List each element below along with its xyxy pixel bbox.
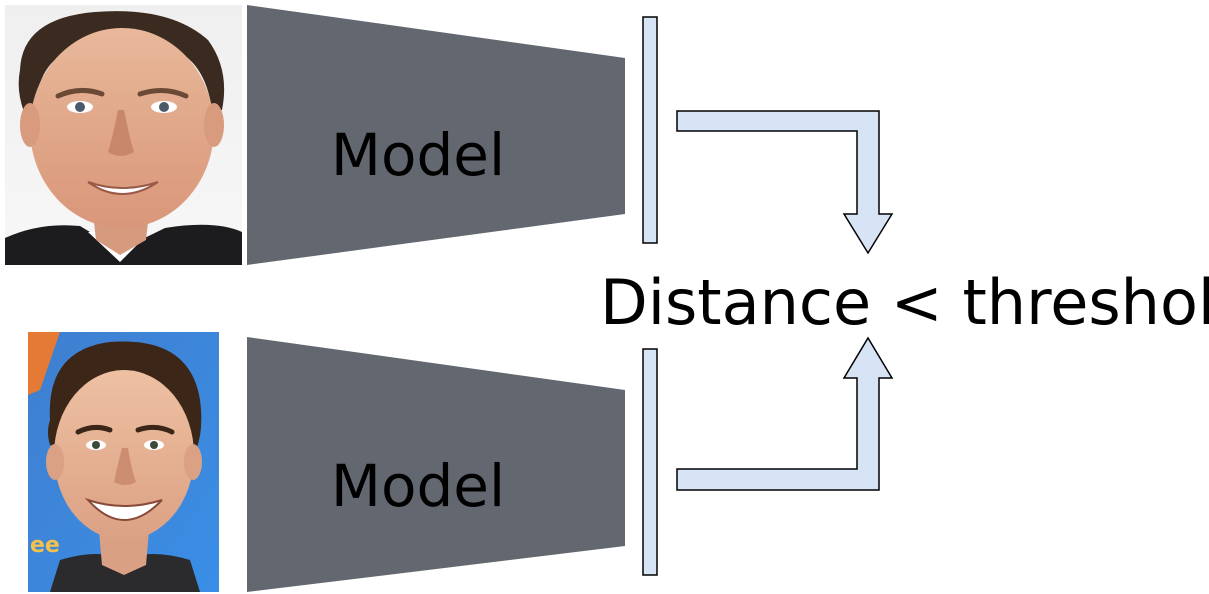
top-model-label: Model — [331, 121, 505, 189]
bottom-model-label: Model — [331, 452, 505, 520]
bottom-model-block: Model — [247, 337, 625, 592]
bottom-arrow — [676, 336, 894, 491]
svg-text:ee: ee — [30, 533, 60, 558]
bottom-embedding-vector — [642, 348, 658, 576]
top-face-photo — [5, 5, 242, 265]
top-embedding-vector — [642, 16, 658, 244]
top-arrow — [676, 110, 894, 255]
bottom-face-photo: ee — [28, 332, 219, 592]
top-model-block: Model — [247, 5, 625, 265]
distance-threshold-label: Distance < threshold — [600, 266, 1209, 339]
